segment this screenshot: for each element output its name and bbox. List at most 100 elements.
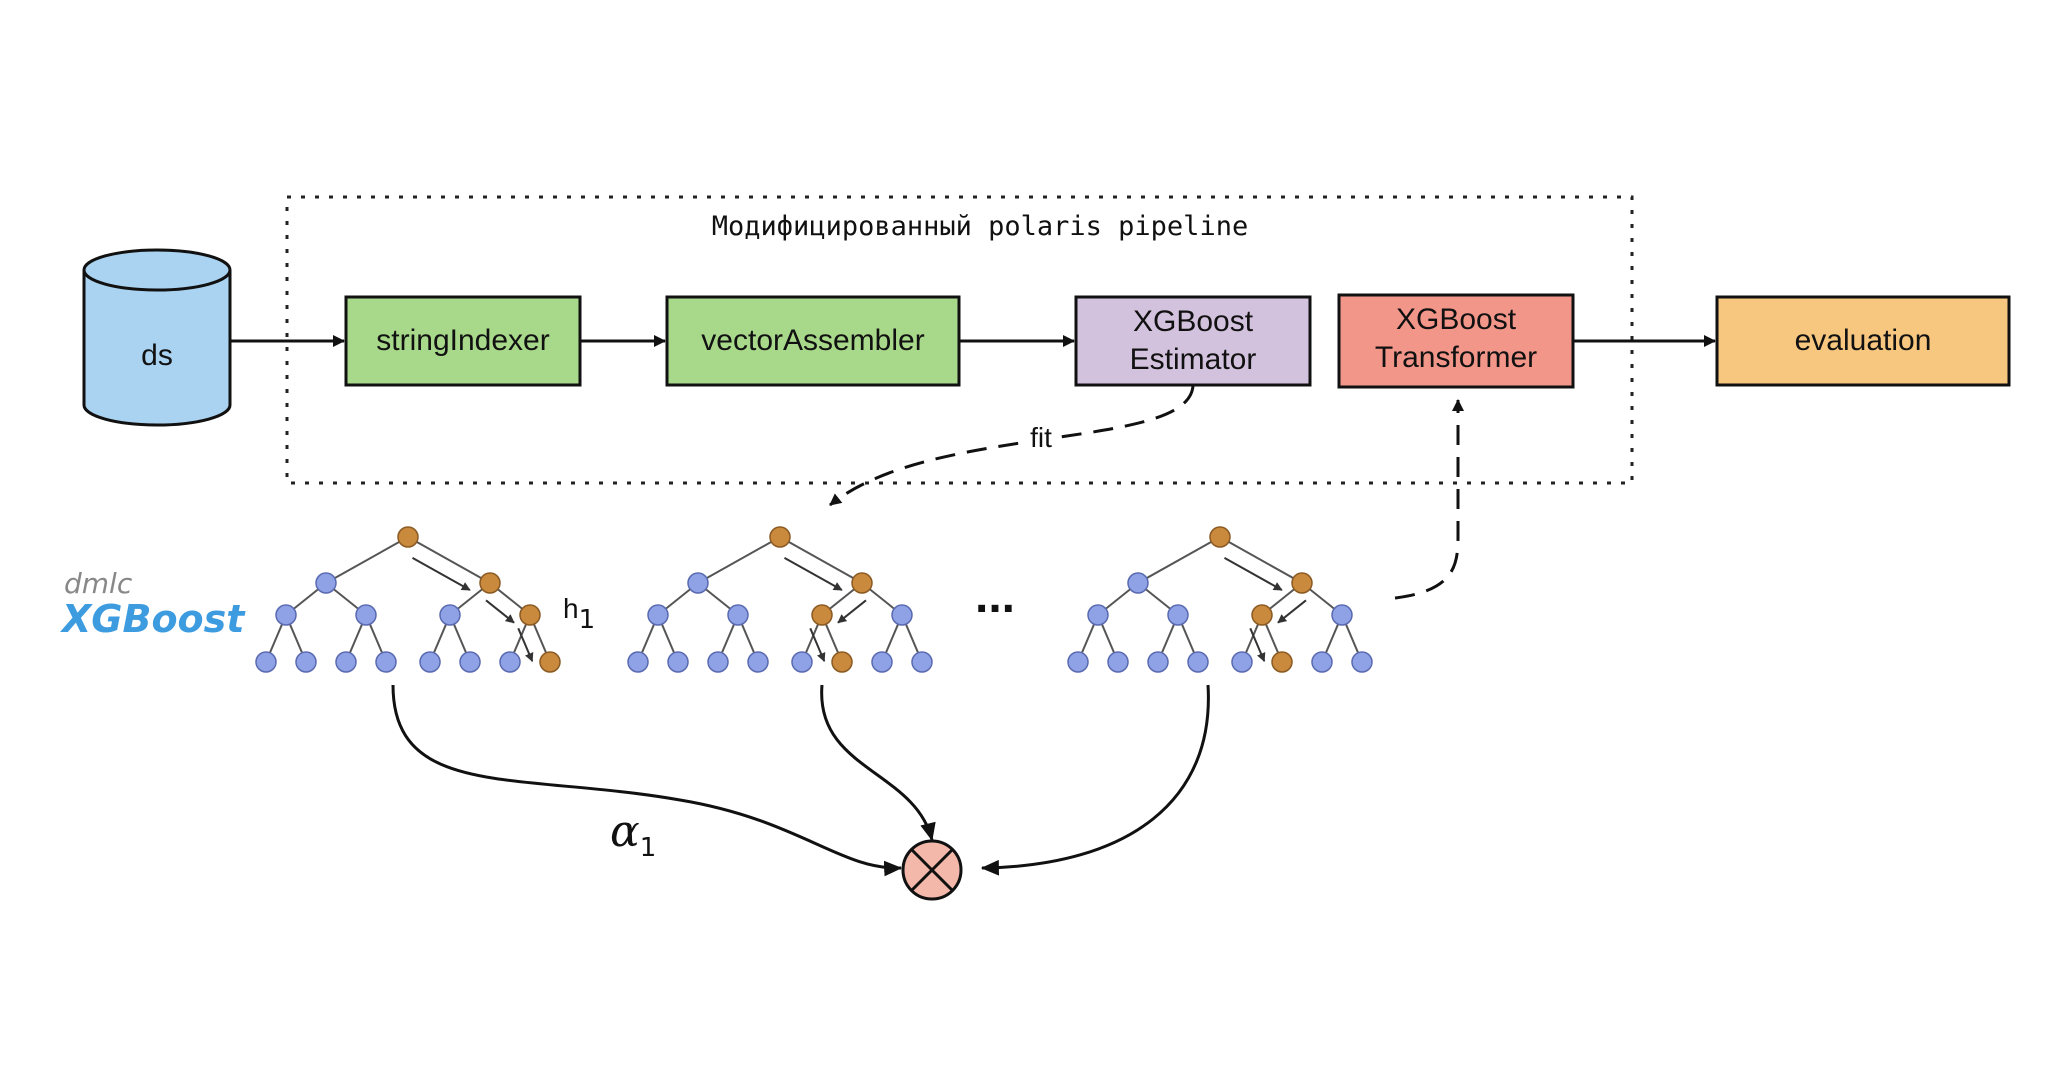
weight-arrow-tree-1 [391,684,903,877]
tree-node [891,604,913,626]
trees-ellipsis: ... [975,570,1015,623]
stage-string-indexer: stringIndexer [344,295,582,387]
tree-node [255,651,277,673]
weight-label-alpha: α [610,806,640,857]
trees-to-transformer-arrow [1394,399,1464,600]
tree-node [871,651,893,673]
transformer-label-line2: Transformer [1375,341,1537,374]
tree-node [1231,651,1253,673]
string-indexer-label: stringIndexer [376,324,549,357]
tree-node [747,651,769,673]
tree-node [1147,651,1169,673]
tree-edge [325,536,409,584]
tree-path-node [539,651,561,673]
tree-node [1067,651,1089,673]
tree-label-h: h [563,593,579,624]
stage-vector-assembler: vectorAssembler [665,295,961,387]
tree-path-node [479,572,501,594]
stage-xgboost-estimator: XGBoost Estimator [1074,295,1312,387]
tree-node [459,651,481,673]
weight-label-sub: 1 [640,833,657,863]
traversal-arrow [809,627,826,663]
stage-evaluation: evaluation [1715,295,2011,387]
weight-label-alpha1: α1 [610,806,656,863]
circled-times-icon [901,839,963,901]
tree-edge [1219,536,1303,584]
traversal-arrow [1249,627,1266,663]
tree-node [439,604,461,626]
tree-node [355,604,377,626]
traversal-arrow [783,556,843,591]
tree-label-h1: h1 [563,593,595,635]
xgboost-logo: dmlc XGBoost [60,567,246,641]
traversal-arrow [837,599,867,624]
fit-label-bg [1024,418,1058,452]
tree-node [627,651,649,673]
tree-node [499,651,521,673]
tree-node [667,651,689,673]
tree-node [295,651,317,673]
cylinder-body [82,270,232,427]
cylinder-top [82,248,232,292]
tree-path-node [1291,572,1313,594]
tree-edge [407,536,491,584]
tree-edge [779,536,863,584]
tree-node [1127,572,1149,594]
traversal-arrow [1223,556,1283,591]
tree-label-sub: 1 [579,605,596,635]
tree-node [1351,651,1373,673]
tree-node [707,651,729,673]
tree-path-node [1209,526,1231,548]
tree-node [1187,651,1209,673]
traversal-arrow [1277,599,1307,624]
tree-node [727,604,749,626]
tree-path-node [1271,651,1293,673]
tree-path-node [1251,604,1273,626]
tree-path-node [831,651,853,673]
tree-3 [1067,526,1373,673]
tree-node [1167,604,1189,626]
tree-node [375,651,397,673]
traversal-arrow [517,627,534,663]
tree-node [911,651,933,673]
datasource-label: ds [141,339,173,372]
tree-path-node [811,604,833,626]
pipeline-title: Модифицированный polaris pipeline [712,211,1248,242]
tree-node [335,651,357,673]
tree-node [647,604,669,626]
stage-xgboost-transformer: XGBoost Transformer [1337,293,1575,389]
tree-node [419,651,441,673]
traversal-arrow [411,556,471,591]
tree-edge [1137,536,1221,584]
xgboost-logo-name: XGBoost [60,597,246,641]
tree-ensemble [255,526,1373,673]
datasource-cylinder: ds [82,248,232,427]
tree-node [275,604,297,626]
tree-node [1311,651,1333,673]
estimator-label-line2: Estimator [1130,343,1257,376]
tree-node [1107,651,1129,673]
vector-assembler-label: vectorAssembler [701,324,924,357]
weight-arrow-tree-3 [980,684,1210,876]
fit-arrow [829,385,1195,507]
fit-label: fit [1030,422,1052,453]
transformer-label-line1: XGBoost [1396,303,1517,336]
traversal-arrow [485,599,515,624]
tree-path-node [397,526,419,548]
tree-path-node [851,572,873,594]
evaluation-label: evaluation [1795,324,1932,357]
tree-2 [627,526,933,673]
tree-1 [255,526,561,673]
tree-node [315,572,337,594]
tree-node [687,572,709,594]
estimator-label-line1: XGBoost [1133,305,1254,338]
tree-node [791,651,813,673]
tree-node [1331,604,1353,626]
xgboost-logo-dmlc: dmlc [64,567,133,600]
weight-arrow-tree-2 [820,684,936,842]
tree-path-node [519,604,541,626]
tree-node [1087,604,1109,626]
tree-path-node [769,526,791,548]
